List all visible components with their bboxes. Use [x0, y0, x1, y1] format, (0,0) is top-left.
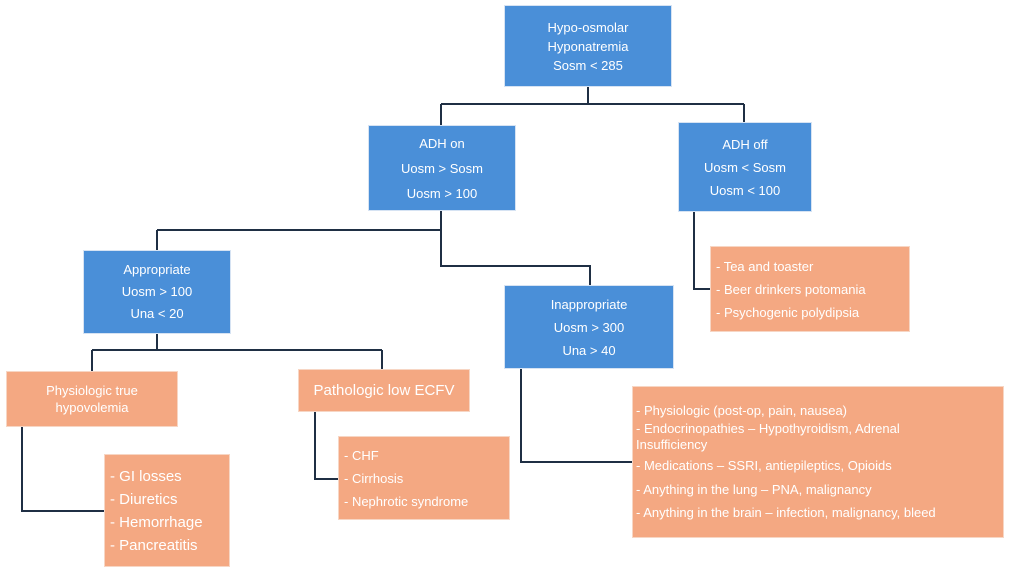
adh-on-line-3: Uosm > 100 [406, 185, 478, 201]
siadh-causes-box: - Physiologic (post-op, pain, nausea) - … [632, 386, 1004, 538]
adh-off-line-2: Uosm < Sosm [704, 159, 786, 175]
low-ecfv-cause: - Cirrhosis [344, 470, 404, 486]
adh-off-cause: - Tea and toaster [716, 258, 814, 274]
adh-on-line-2: Uosm > Sosm [401, 160, 483, 176]
hypovolemia-cause: - Diuretics [110, 490, 178, 508]
low-ecfv-cause: - CHF [344, 447, 379, 463]
adh-off-causes-box: - Tea and toaster - Beer drinkers potoma… [710, 246, 910, 332]
siadh-cause: - Anything in the lung – PNA, malignancy [636, 481, 872, 497]
siadh-cause: - Physiologic (post-op, pain, nausea) [636, 402, 848, 418]
pathologic-label: Pathologic low ECFV [313, 382, 455, 399]
hypo-osmolar-hyponatremia-box: Hypo-osmolar Hyponatremia Sosm < 285 [504, 5, 672, 87]
hypovolemia-cause: - Pancreatitis [110, 536, 198, 554]
siadh-cause: - Medications – SSRI, antiepileptics, Op… [636, 457, 892, 473]
low-ecfv-causes-box: - CHF - Cirrhosis - Nephrotic syndrome [338, 436, 510, 520]
hypovolemia-cause: - Hemorrhage [110, 513, 203, 531]
adh-off-cause: - Beer drinkers potomania [716, 281, 866, 297]
adh-off-line-1: ADH off [722, 136, 768, 152]
inappropriate-box: Inappropriate Uosm > 300 Una > 40 [504, 285, 674, 369]
connector-appropriate-to-branches [91, 334, 383, 371]
adh-off-box: ADH off Uosm < Sosm Uosm < 100 [678, 122, 812, 212]
connector-adhon-to-branches [156, 211, 591, 285]
hypovolemia-causes-box: - GI losses - Diuretics - Hemorrhage - P… [104, 454, 230, 567]
appropriate-line-1: Appropriate [123, 262, 191, 277]
inappropriate-line-3: Una > 40 [562, 342, 616, 358]
root-line-1: Hypo-osmolar [547, 19, 629, 35]
low-ecfv-cause: - Nephrotic syndrome [344, 493, 469, 509]
inappropriate-line-1: Inappropriate [550, 296, 628, 312]
appropriate-line-2: Uosm > 100 [121, 284, 193, 299]
physiologic-line-1: Physiologic true [46, 383, 138, 398]
appropriate-box: Appropriate Uosm > 100 Una < 20 [83, 250, 231, 334]
connector-physiologic-to-causes [21, 427, 105, 512]
appropriate-line-3: Una < 20 [130, 306, 184, 321]
root-line-3: Sosm < 285 [553, 57, 623, 73]
adh-on-box: ADH on Uosm > Sosm Uosm > 100 [368, 125, 516, 211]
connector-pathologic-to-causes [314, 412, 338, 480]
connector-root-to-adh [440, 87, 745, 125]
physiologic-line-2: hypovolemia [55, 400, 129, 415]
siadh-cause-continuation: Insufficiency [636, 436, 708, 452]
hypovolemia-cause: - GI losses [110, 467, 182, 485]
siadh-cause: - Endocrinopathies – Hypothyroidism, Adr… [636, 420, 900, 436]
root-line-2: Hyponatremia [547, 38, 629, 54]
pathologic-low-ecfv-box: Pathologic low ECFV [298, 369, 470, 412]
inappropriate-line-2: Uosm > 300 [553, 319, 625, 335]
physiologic-hypovolemia-box: Physiologic true hypovolemia [6, 371, 178, 427]
adh-off-cause: - Psychogenic polydipsia [716, 304, 860, 320]
connector-inappropriate-to-causes [520, 369, 634, 463]
siadh-cause: - Anything in the brain – infection, mal… [636, 504, 936, 520]
connector-adhoff-to-causes [693, 212, 716, 290]
adh-on-line-1: ADH on [419, 135, 465, 151]
adh-off-line-3: Uosm < 100 [709, 182, 781, 198]
